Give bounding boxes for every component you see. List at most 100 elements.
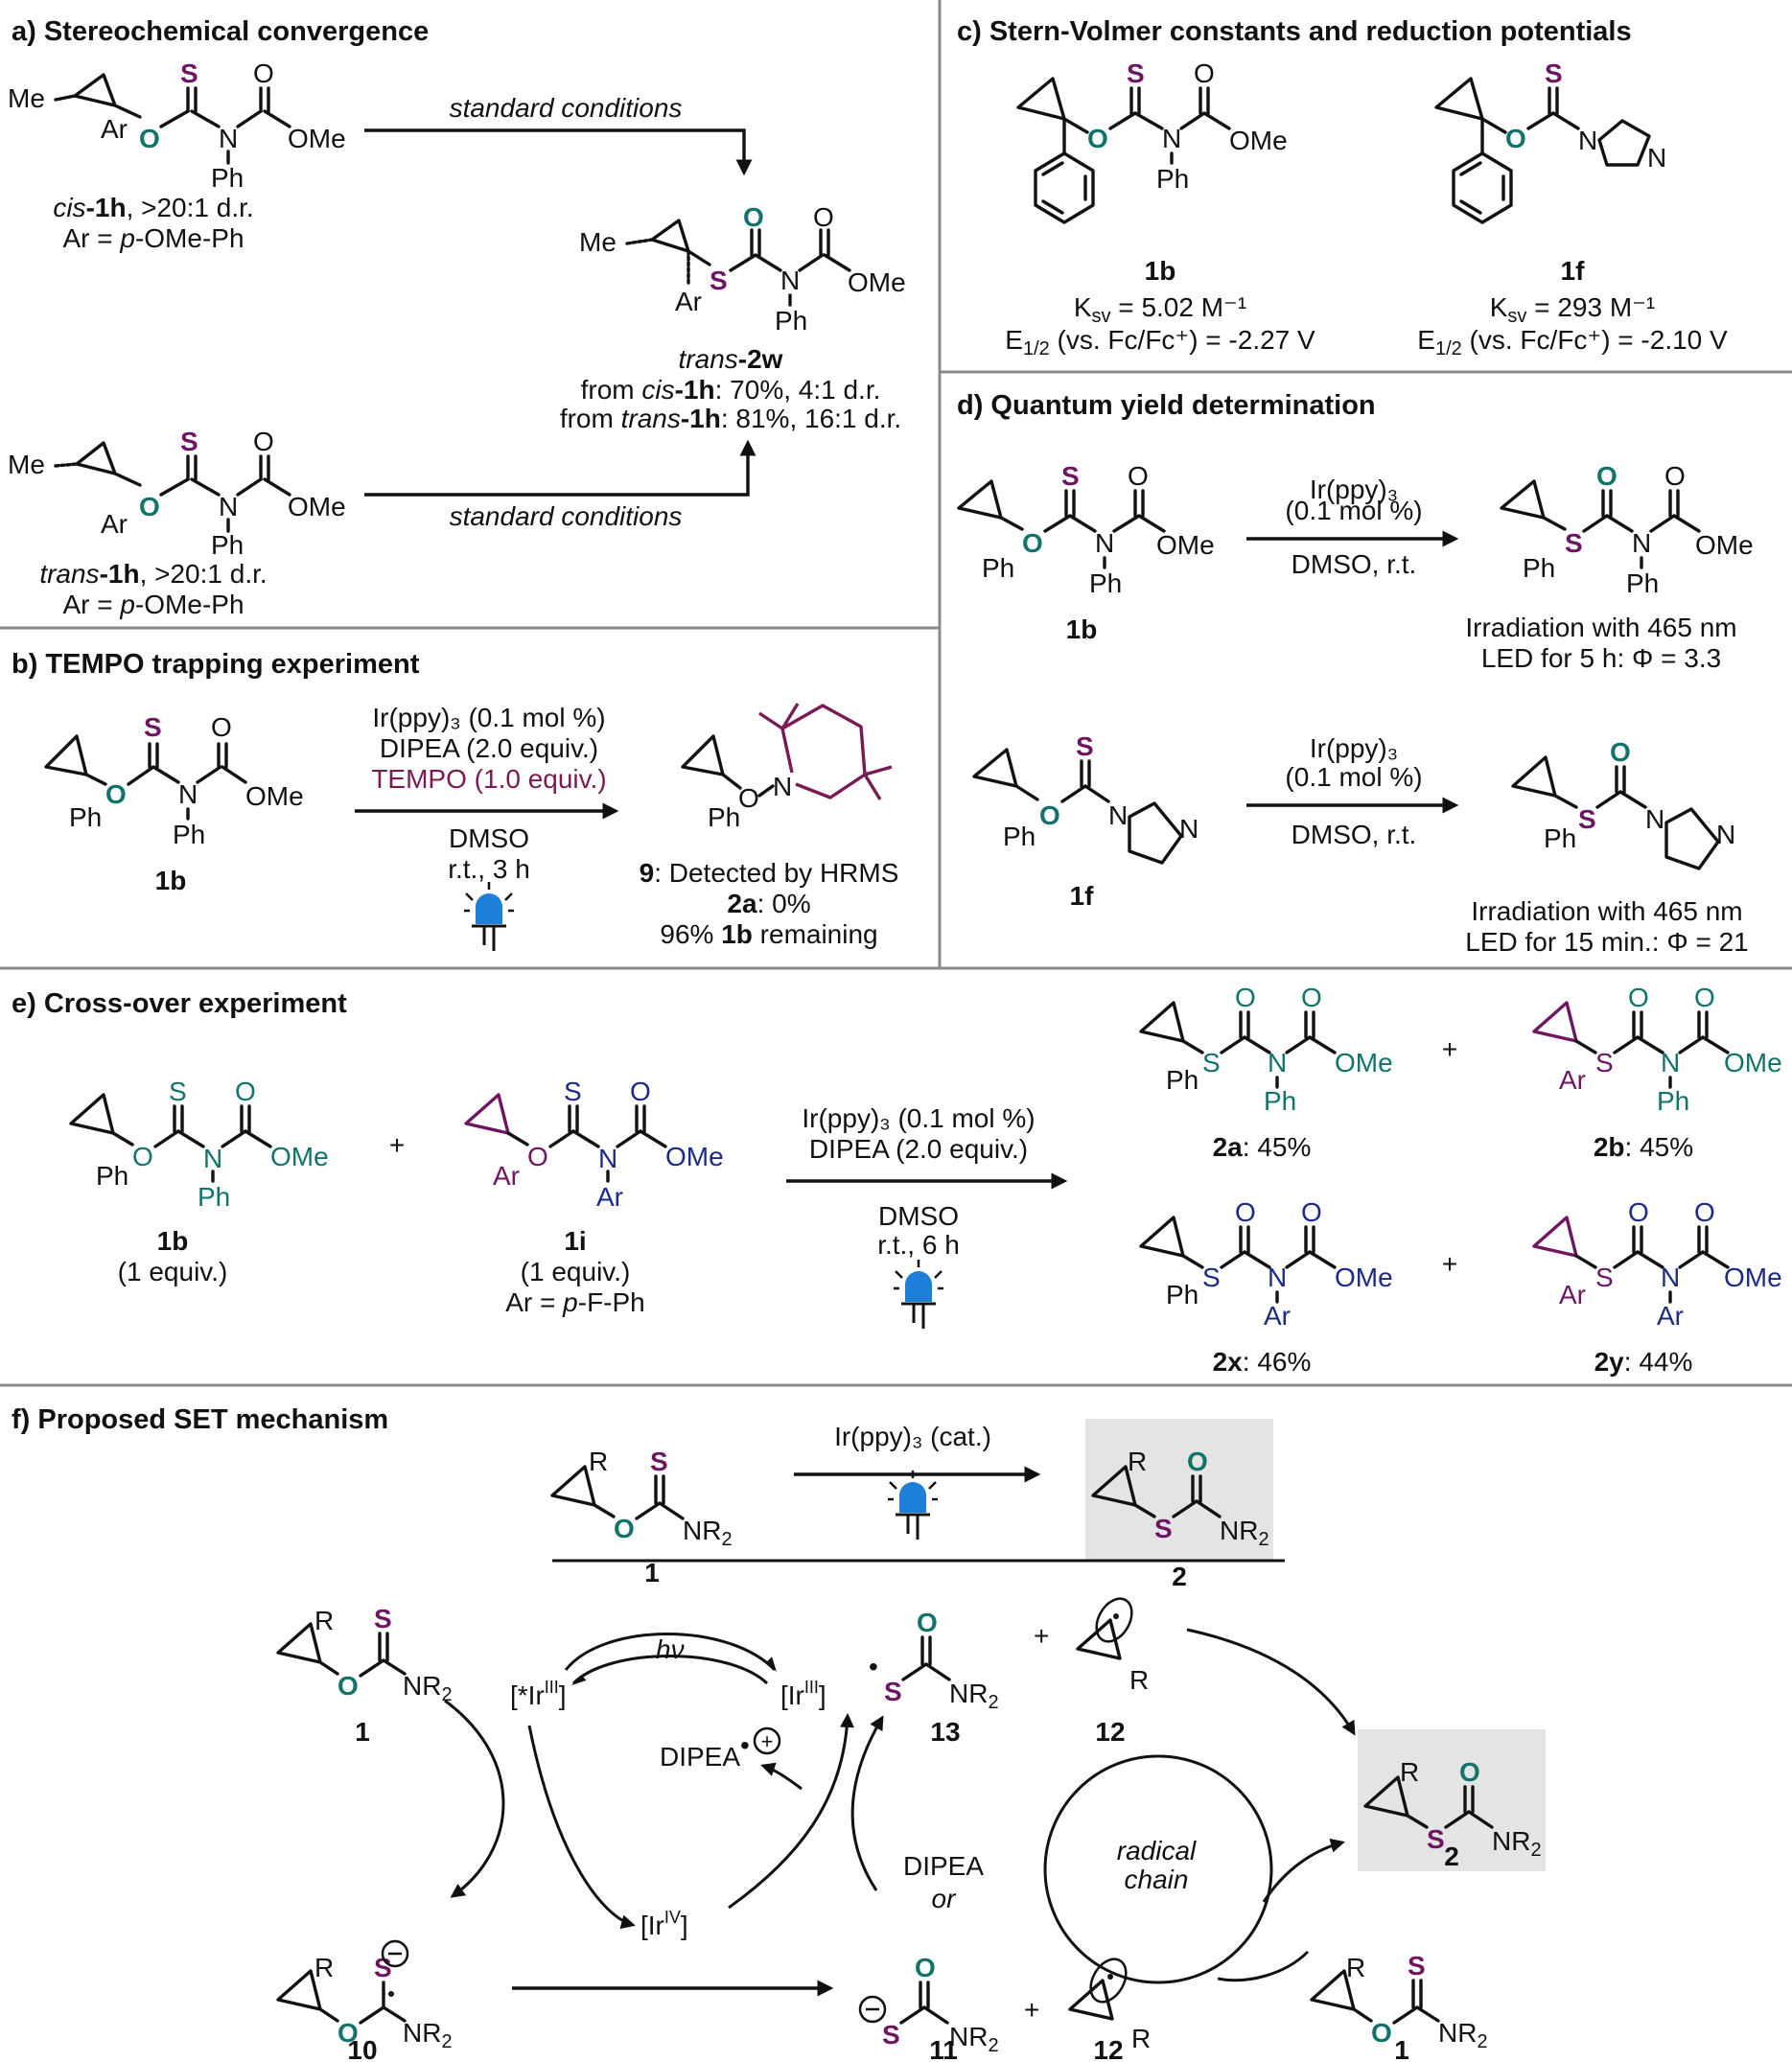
svg-text:NR2: NR2	[403, 1671, 453, 1705]
svg-text:S: S	[374, 1953, 392, 1982]
svg-text:Ar: Ar	[1559, 1280, 1586, 1309]
tempo-adduct-structure: Ph O N	[681, 703, 893, 832]
f-2-structure: R S O NR2	[1363, 1757, 1542, 1861]
svg-text:S: S	[180, 58, 198, 88]
svg-text:O: O	[132, 1142, 153, 1171]
f-label-1b: 1	[1394, 2035, 1409, 2062]
svg-text:N: N	[1578, 126, 1597, 155]
svg-text:O: O	[917, 1608, 938, 1637]
svg-text:O: O	[630, 1077, 651, 1106]
svg-text:O: O	[1628, 1197, 1649, 1227]
svg-text:Ph: Ph	[69, 802, 102, 832]
trans-2w-structure: Me Ar S O N O OMe Ph	[579, 202, 906, 336]
cis-1h-label: cis-1h, >20:1 d.r.	[53, 193, 253, 222]
svg-text:Ar: Ar	[1559, 1065, 1586, 1095]
svg-text:N: N	[1647, 143, 1666, 173]
b-cond-4: DMSO	[449, 823, 529, 853]
svg-text:Ar: Ar	[101, 114, 128, 144]
conditions-arrow-top: standard conditions	[364, 93, 753, 176]
svg-text:O: O	[253, 427, 274, 456]
f-arrow-to-2	[1186, 1628, 1356, 1736]
b-result-3: 96% 1b remaining	[660, 919, 877, 949]
conditions-arrow-bottom: standard conditions	[364, 439, 756, 531]
d1-result-2: LED for 5 h: Φ = 3.3	[1481, 643, 1721, 673]
svg-text:O: O	[738, 783, 759, 813]
svg-text:Ar: Ar	[493, 1161, 520, 1191]
panel-b-title: b) TEMPO trapping experiment	[12, 649, 420, 680]
svg-text:S: S	[1427, 1824, 1445, 1854]
b-result-2: 2a: 0%	[727, 889, 810, 918]
svg-text:N: N	[1632, 528, 1651, 558]
svg-text:R: R	[589, 1447, 608, 1476]
svg-text:S: S	[374, 1604, 392, 1633]
svg-text:S: S	[180, 427, 198, 456]
1f-label-d: 1f	[1070, 881, 1095, 911]
f-overall-sm-label: 1	[644, 1558, 660, 1587]
f-arrow-1-chain	[1217, 1950, 1310, 1982]
svg-text:N: N	[219, 124, 238, 153]
svg-text:O: O	[915, 1953, 936, 1982]
svg-text:O: O	[813, 202, 834, 232]
svg-text:standard conditions: standard conditions	[450, 501, 683, 531]
1b-label-e: 1b	[157, 1226, 189, 1256]
svg-text:Ph: Ph	[1089, 568, 1122, 598]
svg-text:S: S	[1565, 528, 1583, 558]
f-1-structure: R O S NR2	[276, 1604, 453, 1705]
svg-text:N: N	[598, 1144, 617, 1173]
svg-text:OMe: OMe	[288, 492, 346, 521]
svg-text:Ph: Ph	[1523, 553, 1555, 583]
b-cond-3: TEMPO (1.0 equiv.)	[371, 764, 606, 794]
svg-text:Me: Me	[579, 227, 617, 257]
1f-ksv: Ksv = 293 M⁻¹	[1490, 292, 1656, 327]
svg-text:Ph: Ph	[1003, 822, 1036, 851]
svg-text:O: O	[211, 712, 232, 742]
svg-text:Ph: Ph	[1166, 1280, 1199, 1309]
svg-text:O: O	[1694, 1197, 1715, 1227]
d2-cond-2: (0.1 mol %)	[1285, 762, 1422, 792]
svg-text:Ph: Ph	[1156, 164, 1189, 194]
svg-text:R: R	[1128, 1447, 1147, 1476]
1i-ar-e: Ar = p-F-Ph	[505, 1287, 645, 1317]
f-product-box-2	[1358, 1729, 1546, 1871]
f-label-2: 2	[1444, 1842, 1459, 1871]
f-label-12: 12	[1095, 1717, 1125, 1747]
svg-text:N: N	[1095, 528, 1114, 558]
svg-text:O: O	[253, 58, 274, 88]
svg-text:NR2: NR2	[1438, 2018, 1488, 2052]
svg-text:•: •	[869, 1652, 878, 1681]
svg-text:O: O	[235, 1077, 256, 1106]
svg-text:O: O	[1628, 983, 1649, 1012]
dipea-cation: DIPEA•	[660, 1730, 750, 1772]
svg-text:NR2: NR2	[683, 1516, 733, 1550]
trans-2w-label: trans-2w	[679, 344, 783, 374]
2a-structure-e: Ph S O N O OMe Ph	[1139, 983, 1393, 1116]
led-light-icon-f	[886, 1469, 940, 1541]
f-13-structure: • S O NR2	[869, 1608, 999, 1713]
f-overall-product-label: 2	[1172, 1562, 1187, 1591]
svg-text:N: N	[219, 492, 238, 521]
1b-label-d: 1b	[1066, 614, 1098, 644]
svg-text:Ar: Ar	[1657, 1301, 1684, 1331]
f-arrow-1-to-10	[444, 1699, 505, 1898]
svg-text:Me: Me	[8, 83, 45, 113]
plus-f-2: +	[1024, 1995, 1039, 2025]
panel-b: b) TEMPO trapping experiment Ph O S N O …	[12, 649, 898, 953]
f-arrow-dipea	[760, 1762, 803, 1791]
svg-text:O: O	[1459, 1757, 1480, 1787]
f-arrow-chain-to-2	[1262, 1838, 1345, 1903]
svg-text:O: O	[337, 1671, 359, 1701]
2b-result-e: 2b: 45%	[1594, 1132, 1693, 1162]
f-label-1: 1	[355, 1717, 370, 1747]
2x-result-e: 2x: 46%	[1213, 1347, 1312, 1377]
plus-e-3: +	[1442, 1249, 1457, 1279]
panel-e: e) Cross-over experiment Ph O S N O OMe …	[12, 983, 1782, 1377]
svg-text:O: O	[1610, 737, 1631, 767]
svg-text:Ar: Ar	[596, 1182, 623, 1212]
1f-e-half: E1/2 (vs. Fc/Fc⁺) = -2.10 V	[1417, 325, 1728, 359]
plus-f-1: +	[1034, 1621, 1049, 1651]
svg-text:Ph: Ph	[1544, 823, 1576, 853]
panel-dividers	[0, 0, 1792, 1387]
svg-text:N: N	[1179, 814, 1199, 844]
radical-chain-cycle	[1043, 1754, 1273, 1984]
